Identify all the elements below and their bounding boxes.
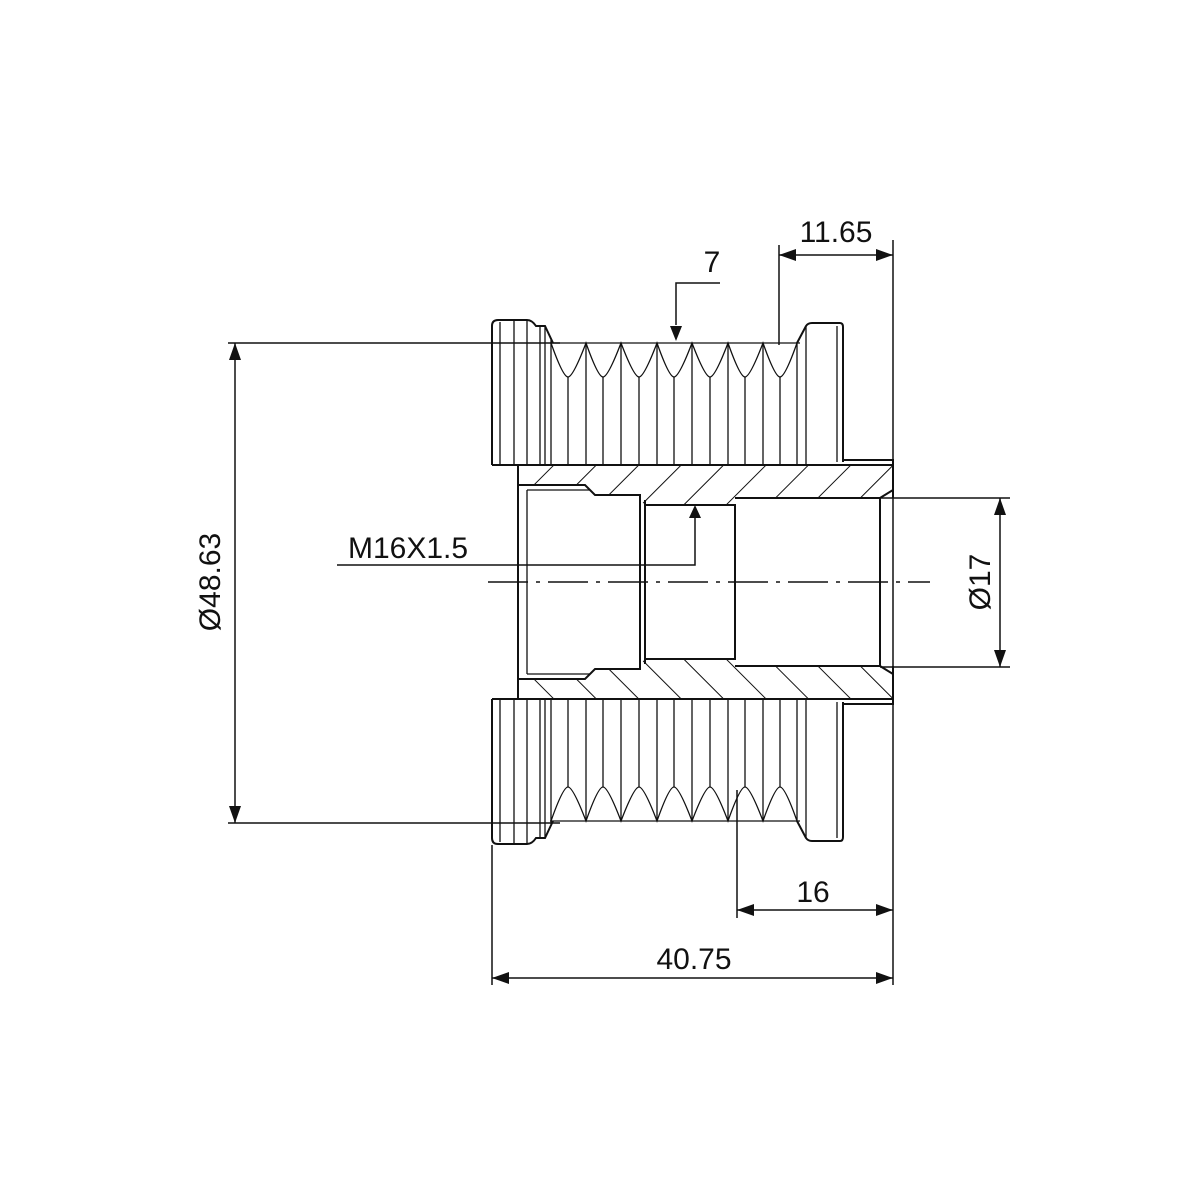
outer-diameter-dimension: Ø48.63	[194, 343, 241, 823]
bore-depth-dimension: 16	[737, 876, 893, 916]
bore-diameter-dimension: Ø17	[964, 498, 1006, 667]
overall-length-dimension: 40.75	[492, 943, 893, 984]
outer-diameter-label: Ø48.63	[194, 533, 227, 631]
flange-offset-label: 11.65	[800, 216, 873, 249]
bore-diameter-label: Ø17	[964, 554, 997, 611]
overall-length-label: 40.75	[656, 943, 731, 976]
thread-callout: M16X1.5	[337, 505, 701, 566]
groove-count-label: 7	[704, 246, 721, 279]
groove-count-callout: 7	[670, 246, 720, 341]
bore-depth-label: 16	[796, 876, 829, 909]
pulley-lower-half	[491, 581, 894, 845]
thread-label: M16X1.5	[348, 532, 468, 565]
flange-offset-dimension: 11.65	[779, 216, 893, 261]
pulley-upper-half	[491, 319, 894, 583]
extension-lines	[228, 240, 1010, 985]
